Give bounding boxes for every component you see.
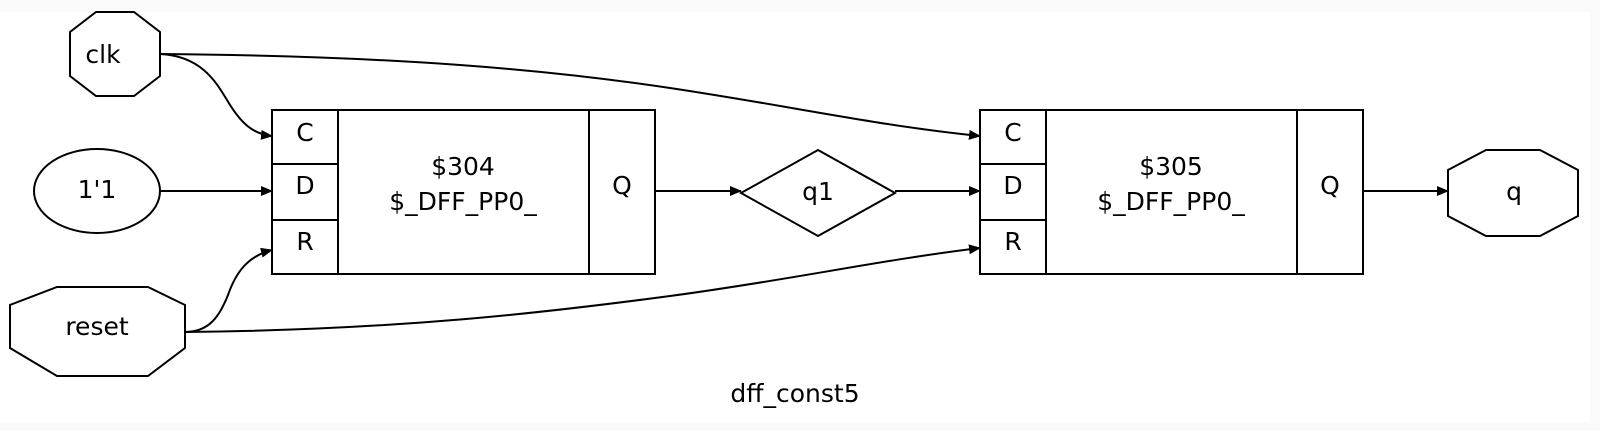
edge-reset-to-dff304-r	[184, 247, 273, 333]
dff-305-type: $_DFF_PP0_	[1097, 187, 1245, 216]
input-port-reset: reset	[9, 286, 186, 377]
dff-305-port-d: D	[1003, 171, 1022, 200]
dff-cell-304: C D R $304 $_DFF_PP0_ Q	[271, 109, 656, 275]
dff-305-id: $305	[1139, 152, 1203, 181]
dff-304-port-d: D	[295, 171, 314, 200]
wire-q1-label: q1	[802, 177, 834, 206]
input-port-reset-label: reset	[65, 312, 129, 341]
edge-clk-to-dff304-c	[159, 53, 273, 140]
dff-304-port-c: C	[296, 118, 313, 147]
dff-305-port-q: Q	[1320, 171, 1340, 200]
wire-q1-node: q1	[738, 148, 898, 238]
dff-305-port-r: R	[1004, 227, 1021, 256]
dff-305-port-c: C	[1004, 118, 1021, 147]
constant-1-node: 1'1	[33, 148, 161, 234]
dff-304-port-r: R	[296, 227, 313, 256]
output-port-q-label: q	[1506, 177, 1522, 206]
dff-304-id: $304	[431, 152, 495, 181]
dff-304-type: $_DFF_PP0_	[389, 187, 537, 216]
dff-cell-305: C D R $305 $_DFF_PP0_ Q	[979, 109, 1364, 275]
constant-1-label: 1'1	[78, 175, 117, 204]
input-port-clk: clk	[69, 11, 161, 97]
output-port-q: q	[1447, 149, 1579, 237]
edge-reset-to-dff305-r	[184, 244, 981, 333]
input-port-clk-label: clk	[85, 40, 121, 69]
edge-clk-to-dff305-c	[159, 53, 981, 140]
diagram-title: dff_const5	[730, 379, 859, 408]
dff-304-port-q: Q	[612, 171, 632, 200]
